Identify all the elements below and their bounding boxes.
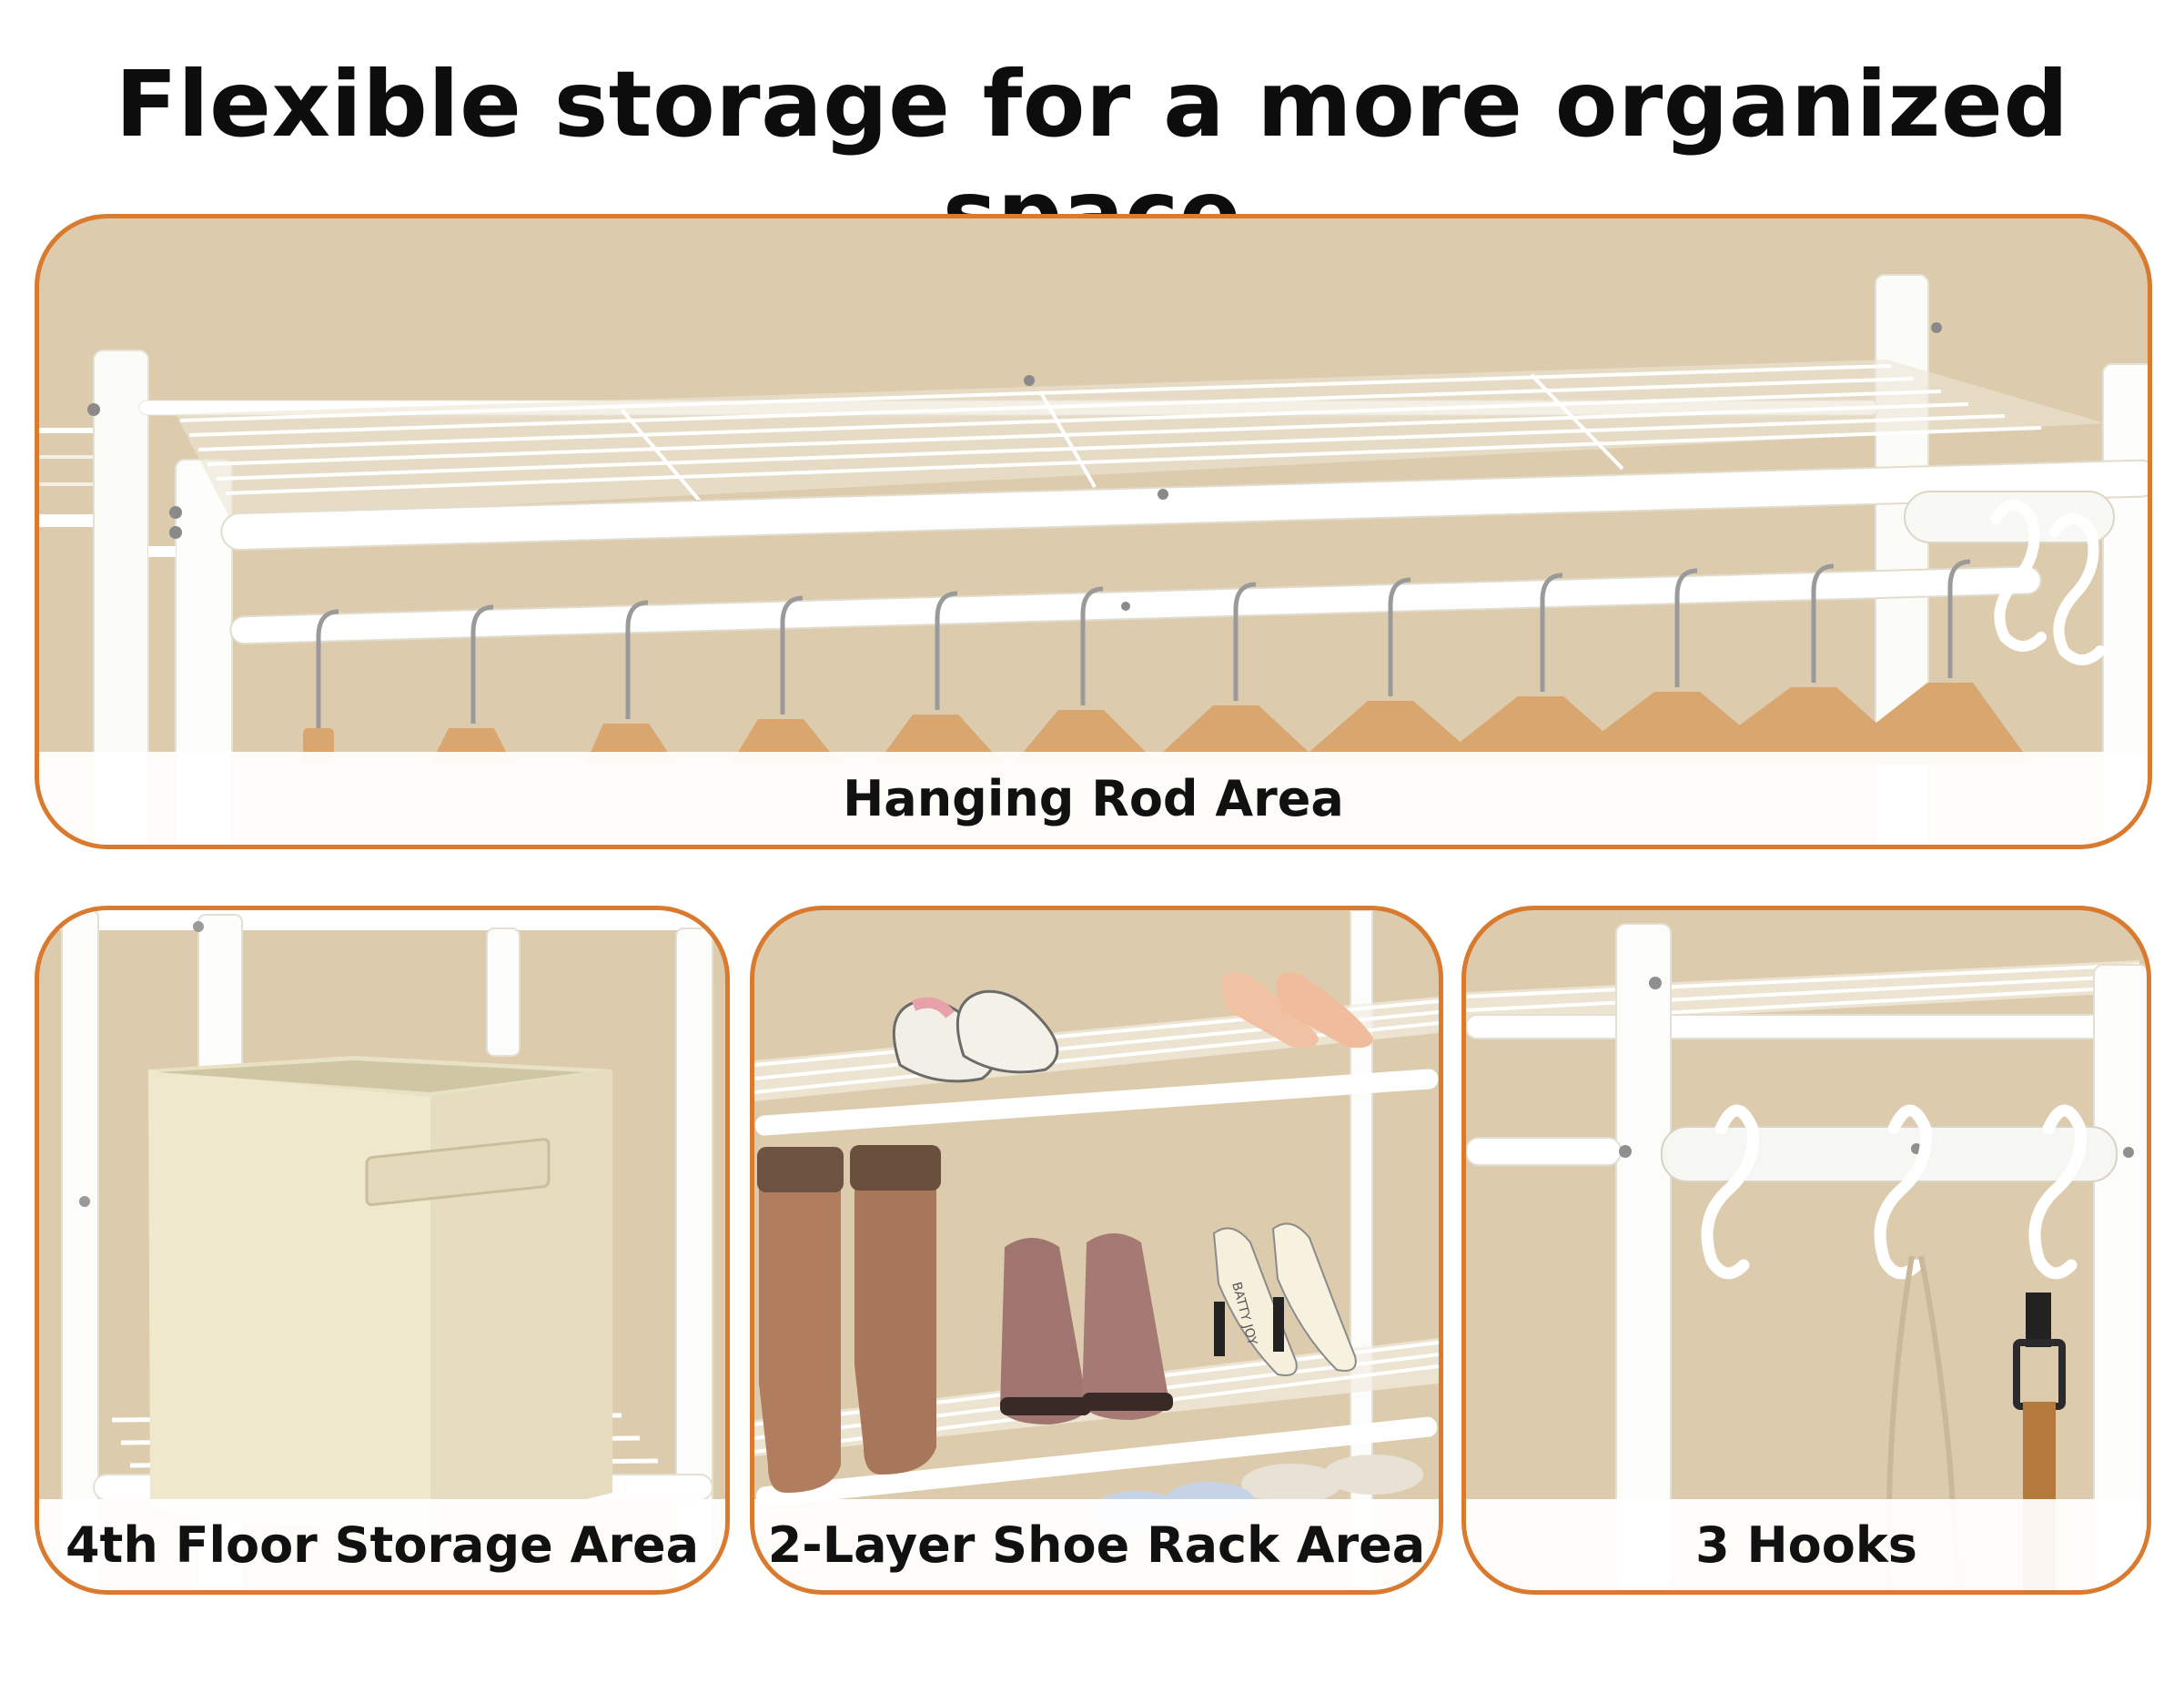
tall-boots	[757, 1145, 941, 1493]
hanging-rod-illustration	[39, 274, 2148, 845]
storage-area-illustration	[39, 910, 725, 1590]
hanging-rod-caption: Hanging Rod Area	[39, 752, 2148, 845]
page-title: Flexible storage for a more organized sp…	[115, 51, 2069, 267]
high-heels	[1212, 1222, 1357, 1376]
loafers	[892, 989, 1059, 1083]
storage-area-panel: 4th Floor Storage Area	[35, 906, 730, 1595]
hooks-panel: 3 Hooks	[1461, 906, 2151, 1595]
ankle-boots	[1000, 1233, 1173, 1424]
hooks-caption: 3 Hooks	[1466, 1499, 2147, 1590]
shoe-rack-panel: BATTY JOY 2-Layer Shoe Rack Area	[750, 906, 1443, 1595]
storage-area-caption: 4th Floor Storage Area	[39, 1499, 725, 1590]
hooks-illustration	[1466, 923, 2147, 1590]
s-hooks	[1701, 1104, 2088, 1280]
hangers	[303, 559, 2032, 765]
shoe-rack-illustration: BATTY JOY	[754, 910, 1439, 1590]
hanging-rod-panel: Hanging Rod Area	[35, 214, 2152, 849]
shoe-rack-caption: 2-Layer Shoe Rack Area	[754, 1499, 1439, 1590]
